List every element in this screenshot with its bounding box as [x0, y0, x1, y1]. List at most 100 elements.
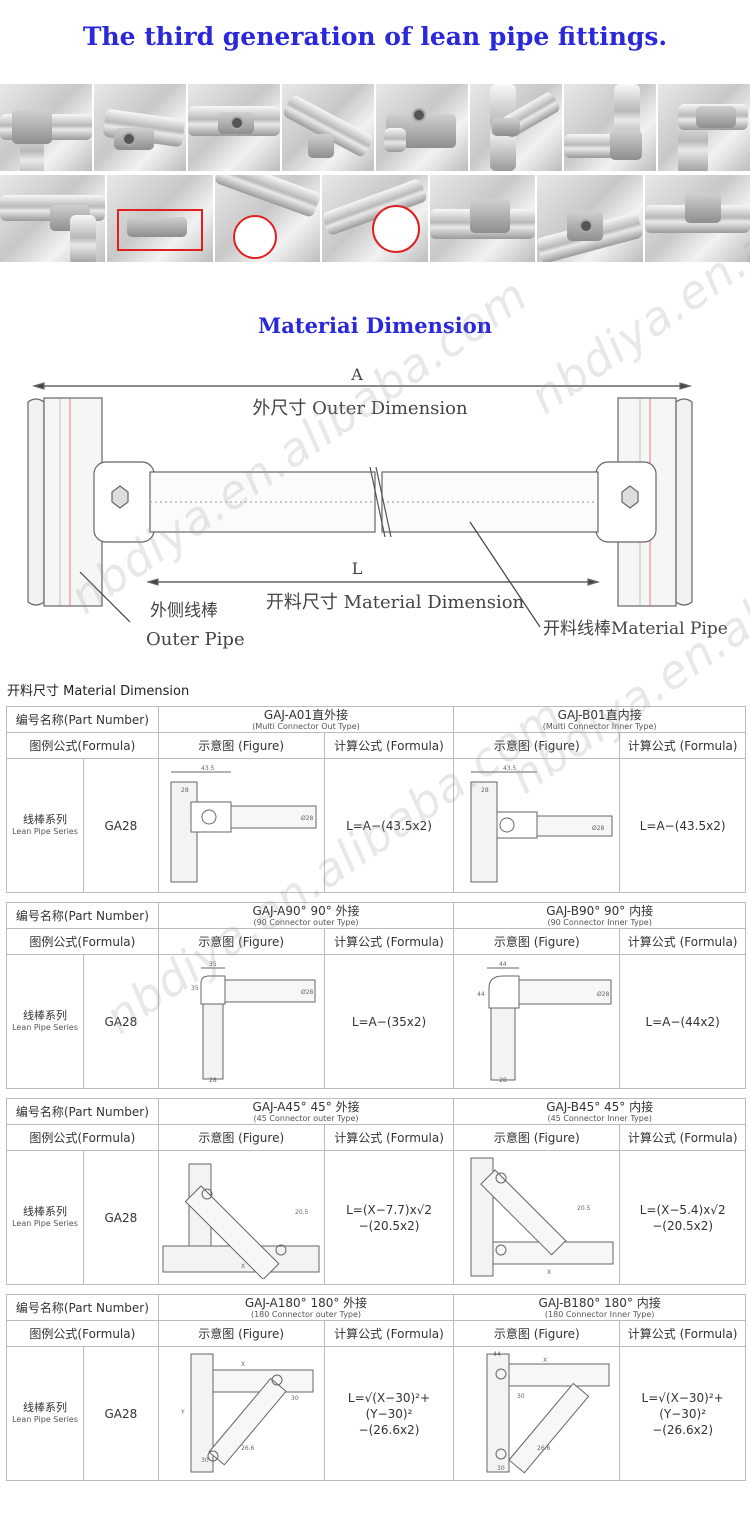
figure-label: 示意图 (Figure) [157, 732, 325, 759]
photo-row-1 [0, 84, 750, 171]
svg-text:30: 30 [517, 1393, 525, 1400]
svg-text:Ø28: Ø28 [597, 991, 610, 998]
svg-text:28: 28 [499, 1077, 507, 1083]
svg-text:44: 44 [493, 1351, 501, 1358]
svg-text:26.6: 26.6 [537, 1445, 551, 1452]
svg-text:Ø28: Ø28 [301, 989, 314, 996]
svg-text:43.5: 43.5 [201, 765, 215, 772]
calc-label: 计算公式 (Formula) [323, 1320, 455, 1347]
svg-text:28: 28 [181, 787, 189, 794]
formula-label: 图例公式(Formula) [6, 1320, 159, 1347]
figure-label: 示意图 (Figure) [157, 1124, 325, 1151]
svg-text:30: 30 [201, 1457, 209, 1464]
fitting-photo [644, 175, 750, 262]
part-number-label: 编号名称(Part Number) [6, 902, 159, 929]
part-name: GAJ-A01直外接(Multi Connector Out Type) [157, 706, 455, 733]
series-code: GA28 [104, 818, 138, 833]
dimension-title: Materiai Dimension [240, 302, 510, 350]
svg-text:35: 35 [209, 961, 217, 968]
fitting-photo [564, 84, 656, 171]
product-photo-grid [0, 84, 750, 266]
svg-text:X: X [547, 1269, 551, 1276]
material-pipe-label: 开料线棒Material Pipe [543, 619, 728, 639]
outer-pipe-cn: 外侧线棒 [150, 601, 218, 621]
connector-section-2: 编号名称(Part Number)GAJ-A90° 90° 外接(90 Conn… [6, 902, 746, 1089]
svg-text:35: 35 [191, 985, 199, 992]
svg-text:30: 30 [291, 1395, 299, 1402]
calc-label: 计算公式 (Formula) [619, 1124, 746, 1151]
part-name: GAJ-A90° 90° 外接(90 Connector outer Type) [157, 902, 455, 929]
fitting-photo [282, 84, 374, 171]
formula-label: 图例公式(Formula) [6, 732, 159, 759]
formula-value: L=A−(35x2) [323, 954, 455, 1089]
calc-label: 计算公式 (Formula) [323, 928, 455, 955]
svg-text:44: 44 [477, 991, 485, 998]
figure-label: 示意图 (Figure) [453, 928, 621, 955]
figure-label: 示意图 (Figure) [453, 1124, 621, 1151]
fitting-photo [376, 84, 468, 171]
svg-text:Ø28: Ø28 [301, 815, 314, 822]
svg-text:X: X [241, 1263, 245, 1270]
svg-text:44: 44 [499, 961, 507, 968]
series-code: GA28 [104, 1406, 138, 1421]
calc-label: 计算公式 (Formula) [619, 732, 746, 759]
svg-text:43.5: 43.5 [503, 765, 517, 772]
fitting-photo [214, 175, 321, 262]
dimension-drawing: A 外尺寸 Outer Dimension L 开料尺寸 Material Di… [27, 365, 728, 650]
fitting-photo [470, 84, 562, 171]
fitting-photo [658, 84, 750, 171]
fitting-photo [94, 84, 186, 171]
svg-text:26.6: 26.6 [241, 1445, 255, 1452]
formula-value: L=A−(44x2) [619, 954, 746, 1089]
table-title: 开料尺寸 Material Dimension [7, 684, 190, 699]
svg-text:20.5: 20.5 [295, 1209, 309, 1216]
series-code: GA28 [104, 1014, 138, 1029]
part-name: GAJ-B01直内接(Multi Connector Inner Type) [453, 706, 746, 733]
fitting-photo [429, 175, 536, 262]
fitting-photo [0, 175, 106, 262]
page-title: The third generation of lean pipe fittin… [82, 22, 668, 51]
formula-label: 图例公式(Formula) [6, 1124, 159, 1151]
formula-value: L=A−(43.5x2) [619, 758, 746, 893]
figure-label: 示意图 (Figure) [453, 1320, 621, 1347]
formula-value: L=√(X−30)²+(Y−30)²−(26.6x2) [323, 1346, 455, 1481]
svg-text:X: X [241, 1361, 245, 1368]
outer-dimension-label: 外尺寸 Outer Dimension [252, 398, 468, 419]
calc-label: 计算公式 (Formula) [619, 1320, 746, 1347]
figure-label: 示意图 (Figure) [157, 928, 325, 955]
connector-section-3: 编号名称(Part Number)GAJ-A45° 45° 外接(45 Conn… [6, 1098, 746, 1285]
fitting-photo [537, 175, 643, 262]
connector-section-1: 编号名称(Part Number)GAJ-A01直外接(Multi Connec… [6, 706, 746, 893]
calc-label: 计算公式 (Formula) [323, 1124, 455, 1151]
part-number-label: 编号名称(Part Number) [6, 1294, 159, 1321]
calc-label: 计算公式 (Formula) [323, 732, 455, 759]
formula-value: L=√(X−30)²+(Y−30)²−(26.6x2) [619, 1346, 746, 1481]
fitting-photo [0, 84, 92, 171]
part-name: GAJ-B45° 45° 内接(45 Connector Inner Type) [453, 1098, 746, 1125]
fitting-photo [188, 84, 280, 171]
fitting-photo [322, 175, 428, 262]
svg-text:30: 30 [497, 1465, 505, 1472]
figure-label: 示意图 (Figure) [157, 1320, 325, 1347]
calc-label: 计算公式 (Formula) [619, 928, 746, 955]
svg-text:28: 28 [209, 1077, 217, 1083]
svg-text:28: 28 [481, 787, 489, 794]
formula-value: L=(X−5.4)x√2−(20.5x2) [619, 1150, 746, 1285]
formula-value: L=A−(43.5x2) [323, 758, 455, 893]
svg-text:X: X [543, 1357, 547, 1364]
fitting-photo [107, 175, 213, 262]
